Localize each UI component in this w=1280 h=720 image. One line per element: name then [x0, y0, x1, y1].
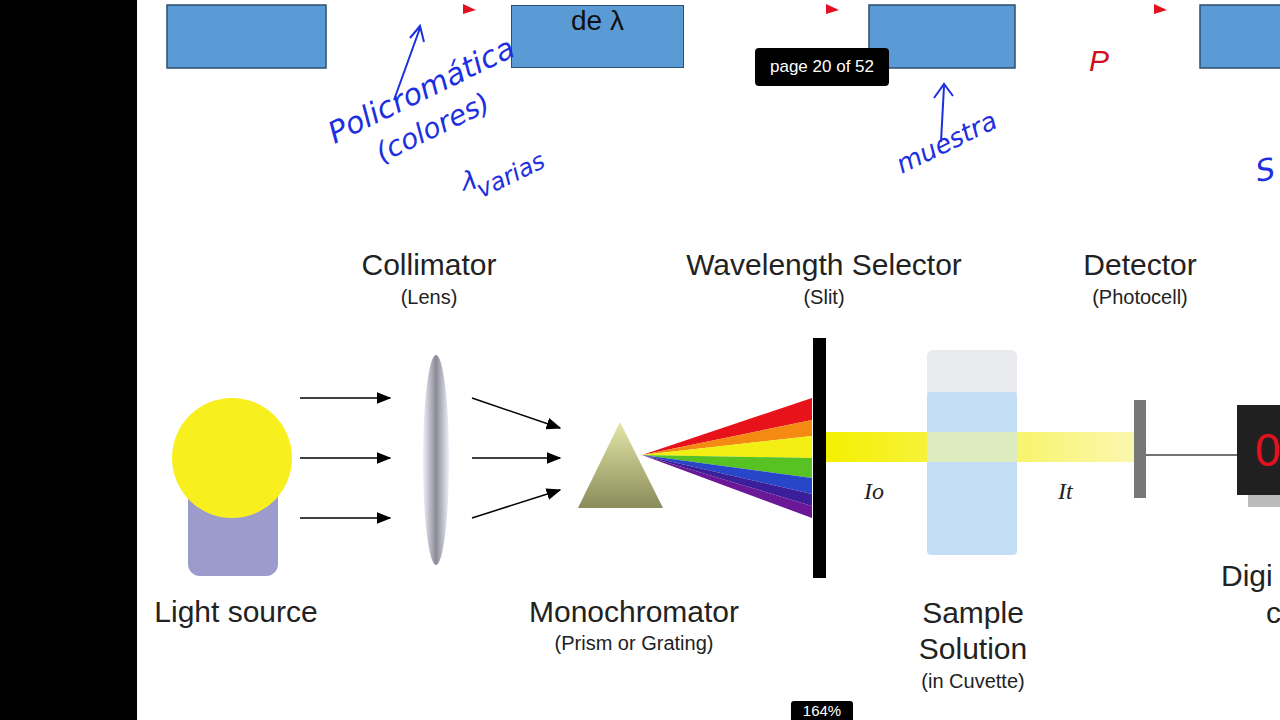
side-bar — [0, 0, 137, 720]
spectrum — [642, 398, 812, 518]
part-label: c — [1266, 596, 1280, 629]
wire — [1146, 454, 1237, 456]
node-text: page 20 of 52 — [755, 58, 889, 77]
part-label: P — [1089, 44, 1109, 77]
step-box — [1200, 5, 1280, 68]
part-label: (in Cuvette) — [921, 670, 1024, 692]
part-label: Monochromator — [529, 595, 739, 628]
part-label: It — [1058, 478, 1073, 504]
node-text: de λ — [512, 6, 683, 37]
step-box — [167, 5, 326, 68]
step-box: de λ — [511, 5, 684, 68]
beam-through-sample — [927, 432, 1017, 462]
handwritten-note: muestra — [892, 106, 1002, 179]
part-label: Wavelength Selector — [686, 248, 962, 281]
lamp-bulb — [172, 398, 292, 518]
lens — [423, 355, 449, 565]
digital-display: 0 — [1237, 405, 1280, 495]
display-stand — [1248, 495, 1280, 507]
cuvette — [927, 350, 1017, 555]
handwritten-note: varias — [472, 147, 549, 203]
handwritten-note: S — [1253, 152, 1277, 188]
part-label: (Photocell) — [1092, 286, 1188, 308]
part-label: Digi — [1221, 559, 1273, 592]
part-label: Light source — [154, 595, 317, 628]
part-label: (Prism or Grating) — [555, 632, 714, 654]
sample-liquid — [927, 392, 1017, 555]
node-text: 0 — [1255, 425, 1280, 476]
part-label: (Slit) — [803, 286, 844, 308]
part-label: (Lens) — [401, 286, 458, 308]
node-text: 164% — [791, 703, 853, 720]
part-label: Detector — [1083, 248, 1196, 281]
part-label: Collimator — [361, 248, 496, 281]
slit — [813, 338, 826, 578]
part-label: Sample Solution — [903, 595, 1043, 667]
photocell — [1134, 400, 1146, 498]
part-label: Io — [864, 478, 884, 504]
prism — [578, 422, 663, 508]
zoom-indicator: 164% — [791, 701, 853, 720]
page-tooltip: page 20 of 52 — [755, 48, 889, 86]
step-box — [869, 5, 1015, 68]
light-beam — [826, 432, 1136, 462]
